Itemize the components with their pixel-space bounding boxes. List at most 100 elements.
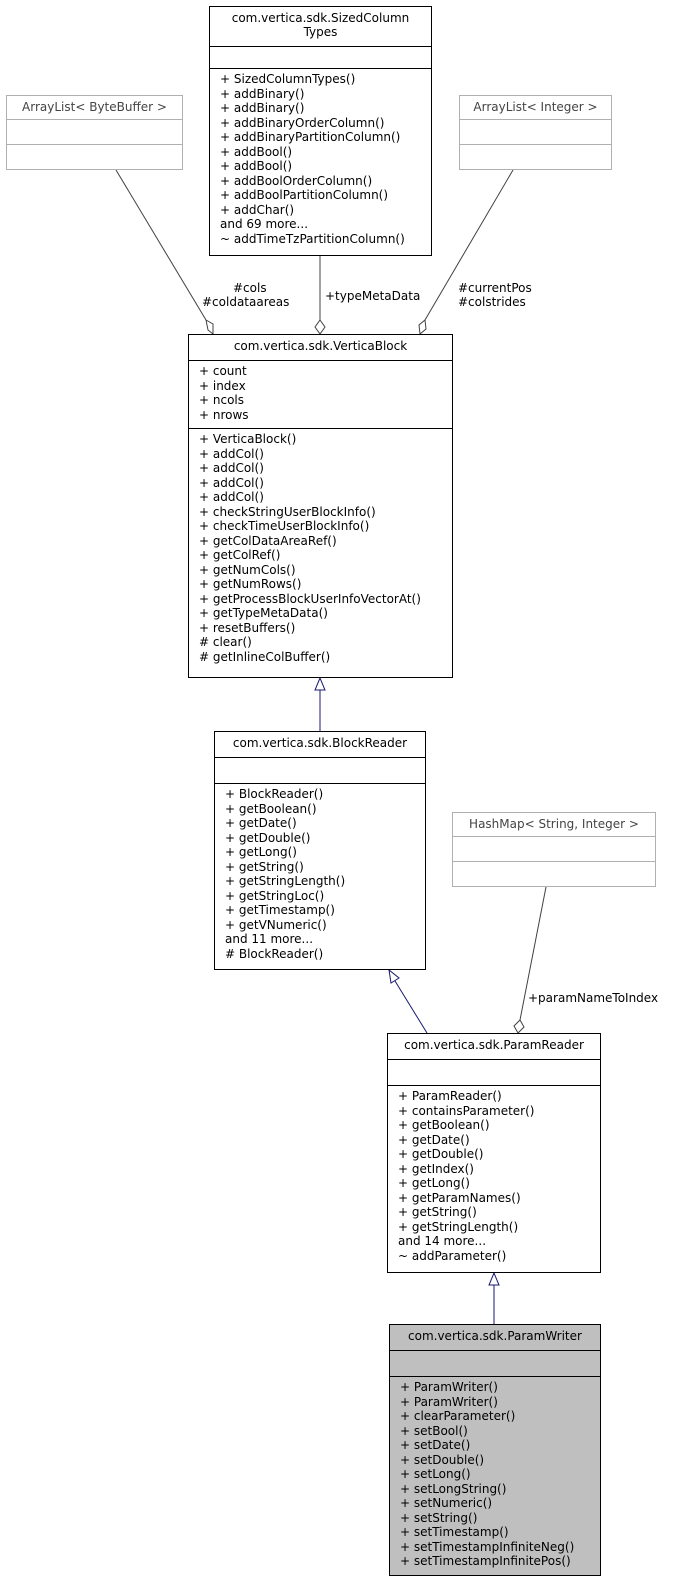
class-operation: + addBoolPartitionColumn() [220, 188, 389, 202]
class-title: com.vertica.sdk.SizedColumn Types [210, 7, 431, 47]
class-operation: and 69 more... [220, 217, 309, 231]
class-operation: + addCol() [199, 475, 264, 490]
class-title: ArrayList< Integer > [460, 96, 611, 120]
class-box-param-writer[interactable]: com.vertica.sdk.ParamWriter + ParamWrite… [389, 1324, 601, 1576]
class-operation: + setTimestamp() [400, 1525, 509, 1539]
edge-label-param-name-to-index: +paramNameToIndex [528, 991, 659, 1005]
class-operation: + setNumeric() [400, 1496, 493, 1510]
class-operation: + addCol() [199, 446, 264, 461]
class-operation: + getNumRows() [199, 577, 302, 591]
class-title: ArrayList< ByteBuffer > [7, 96, 182, 120]
class-operation: and 14 more... [398, 1234, 487, 1248]
class-operation: + resetBuffers() [199, 620, 296, 635]
class-operation: + getDouble() [225, 830, 311, 845]
class-operation: + ParamWriter() [400, 1380, 498, 1394]
class-operation: + getTypeMetaData() [199, 606, 328, 620]
class-operation: and 11 more... [225, 932, 314, 946]
class-operation: + getProcessBlockUserInfoVectorAt() [199, 591, 421, 606]
class-operation: + addCol() [199, 461, 264, 475]
class-operation: + getDate() [225, 816, 297, 830]
class-operation: + addBool() [220, 144, 293, 159]
class-box-arraylist-integer[interactable]: ArrayList< Integer > [459, 95, 612, 170]
class-operation: + getColDataAreaRef() [199, 533, 337, 548]
class-operation: + setDate() [400, 1438, 471, 1452]
class-box-hashmap-string-integer[interactable]: HashMap< String, Integer > [452, 812, 656, 887]
class-box-arraylist-bytebuffer[interactable]: ArrayList< ByteBuffer > [6, 95, 183, 170]
aggregation-diamond-param-name-to-index [513, 1019, 525, 1034]
class-operation: + ParamReader() [398, 1089, 502, 1103]
class-operation: + setTimestampInfinitePos() [400, 1554, 571, 1568]
class-attributes [390, 1351, 600, 1377]
class-operation: + setLongString() [400, 1481, 507, 1496]
edge-label-type-meta-data: +typeMetaData [325, 289, 421, 303]
class-title: com.vertica.sdk.BlockReader [215, 732, 425, 758]
class-operation: ~ addTimeTzPartitionColumn() [220, 231, 405, 246]
class-operation: + addBinaryPartitionColumn() [220, 130, 401, 144]
class-box-param-reader[interactable]: com.vertica.sdk.ParamReader + ParamReade… [387, 1033, 601, 1273]
class-operations: + ParamWriter()+ ParamWriter()+ clearPar… [390, 1377, 600, 1572]
association-edge-cols [115, 169, 207, 321]
class-operation: + getStringLoc() [225, 888, 325, 903]
class-operations: + ParamReader()+ containsParameter()+ ge… [388, 1086, 600, 1266]
class-title: HashMap< String, Integer > [453, 813, 655, 837]
edge-label-coldataareas: #coldataareas [202, 295, 290, 309]
class-attributes [215, 758, 425, 784]
class-operation: + setLong() [400, 1467, 471, 1481]
class-operation: ~ addParameter() [398, 1248, 507, 1263]
class-operation: + setBool() [400, 1423, 468, 1438]
class-operation: + getString() [398, 1205, 477, 1219]
class-attributes: + count+ index+ ncols+ nrows [189, 361, 452, 429]
class-operation: + clearParameter() [400, 1409, 516, 1423]
class-attributes [453, 837, 655, 862]
aggregation-diamond-type-meta-data [314, 319, 326, 335]
class-operation: + getParamNames() [398, 1190, 521, 1205]
class-box-sized-column-types[interactable]: com.vertica.sdk.SizedColumn Types + Size… [209, 6, 432, 256]
class-operation: + getString() [225, 859, 304, 874]
class-operation: + setTimestampInfiniteNeg() [400, 1539, 575, 1554]
inheritance-arrow-paramreader [388, 968, 400, 984]
class-operation: + getBoolean() [225, 801, 317, 816]
inheritance-arrow-paramwriter [488, 1271, 500, 1286]
class-operation: + getStringLength() [225, 874, 346, 888]
class-operation: + getLong() [225, 845, 297, 859]
class-operation: + getColRef() [199, 548, 281, 562]
class-operation: + addBool() [220, 159, 293, 173]
class-operations: + VerticaBlock()+ addCol()+ addCol()+ ad… [189, 429, 452, 667]
class-operation: + addCol() [199, 490, 264, 504]
class-operation: + getNumCols() [199, 562, 296, 577]
class-operations [453, 862, 655, 868]
class-operation: + checkTimeUserBlockInfo() [199, 519, 370, 533]
class-operation: + VerticaBlock() [199, 432, 297, 446]
class-operation: + checkStringUserBlockInfo() [199, 504, 376, 519]
class-operation: + getIndex() [398, 1161, 474, 1176]
inheritance-edge-paramreader [394, 980, 428, 1034]
class-operations: + BlockReader()+ getBoolean()+ getDate()… [215, 784, 425, 964]
class-title: com.vertica.sdk.ParamWriter [390, 1325, 600, 1351]
class-attributes [7, 120, 182, 145]
edge-label-current-pos: #currentPos [458, 281, 532, 295]
aggregation-diamond-current-pos [418, 319, 427, 335]
class-operation: + setString() [400, 1510, 478, 1525]
class-box-vertica-block[interactable]: com.vertica.sdk.VerticaBlock + count+ in… [188, 334, 453, 678]
class-operation: + addBoolOrderColumn() [220, 173, 373, 188]
class-operation: # BlockReader() [225, 946, 324, 961]
class-operation: + getDate() [398, 1132, 470, 1147]
class-attribute: + index [199, 378, 246, 393]
inheritance-arrow-blockreader [314, 676, 326, 691]
class-attributes [388, 1060, 600, 1086]
class-attributes [460, 120, 611, 145]
class-operation: + getBoolean() [398, 1118, 490, 1132]
edge-label-cols: #cols [233, 281, 267, 295]
class-title: com.vertica.sdk.VerticaBlock [189, 335, 452, 361]
class-attribute: + count [199, 364, 247, 378]
class-operation: + addBinary() [220, 101, 305, 115]
class-operations: + SizedColumnTypes()+ addBinary()+ addBi… [210, 69, 431, 249]
class-operation: + getStringLength() [398, 1219, 519, 1234]
association-edge-param-name-to-index [519, 886, 547, 1021]
class-attribute: + nrows [199, 407, 249, 422]
class-box-block-reader[interactable]: com.vertica.sdk.BlockReader + BlockReade… [214, 731, 426, 970]
class-operation: + getDouble() [398, 1147, 484, 1161]
class-operation: + SizedColumnTypes() [220, 72, 356, 86]
class-operation: + addBinary() [220, 86, 305, 101]
